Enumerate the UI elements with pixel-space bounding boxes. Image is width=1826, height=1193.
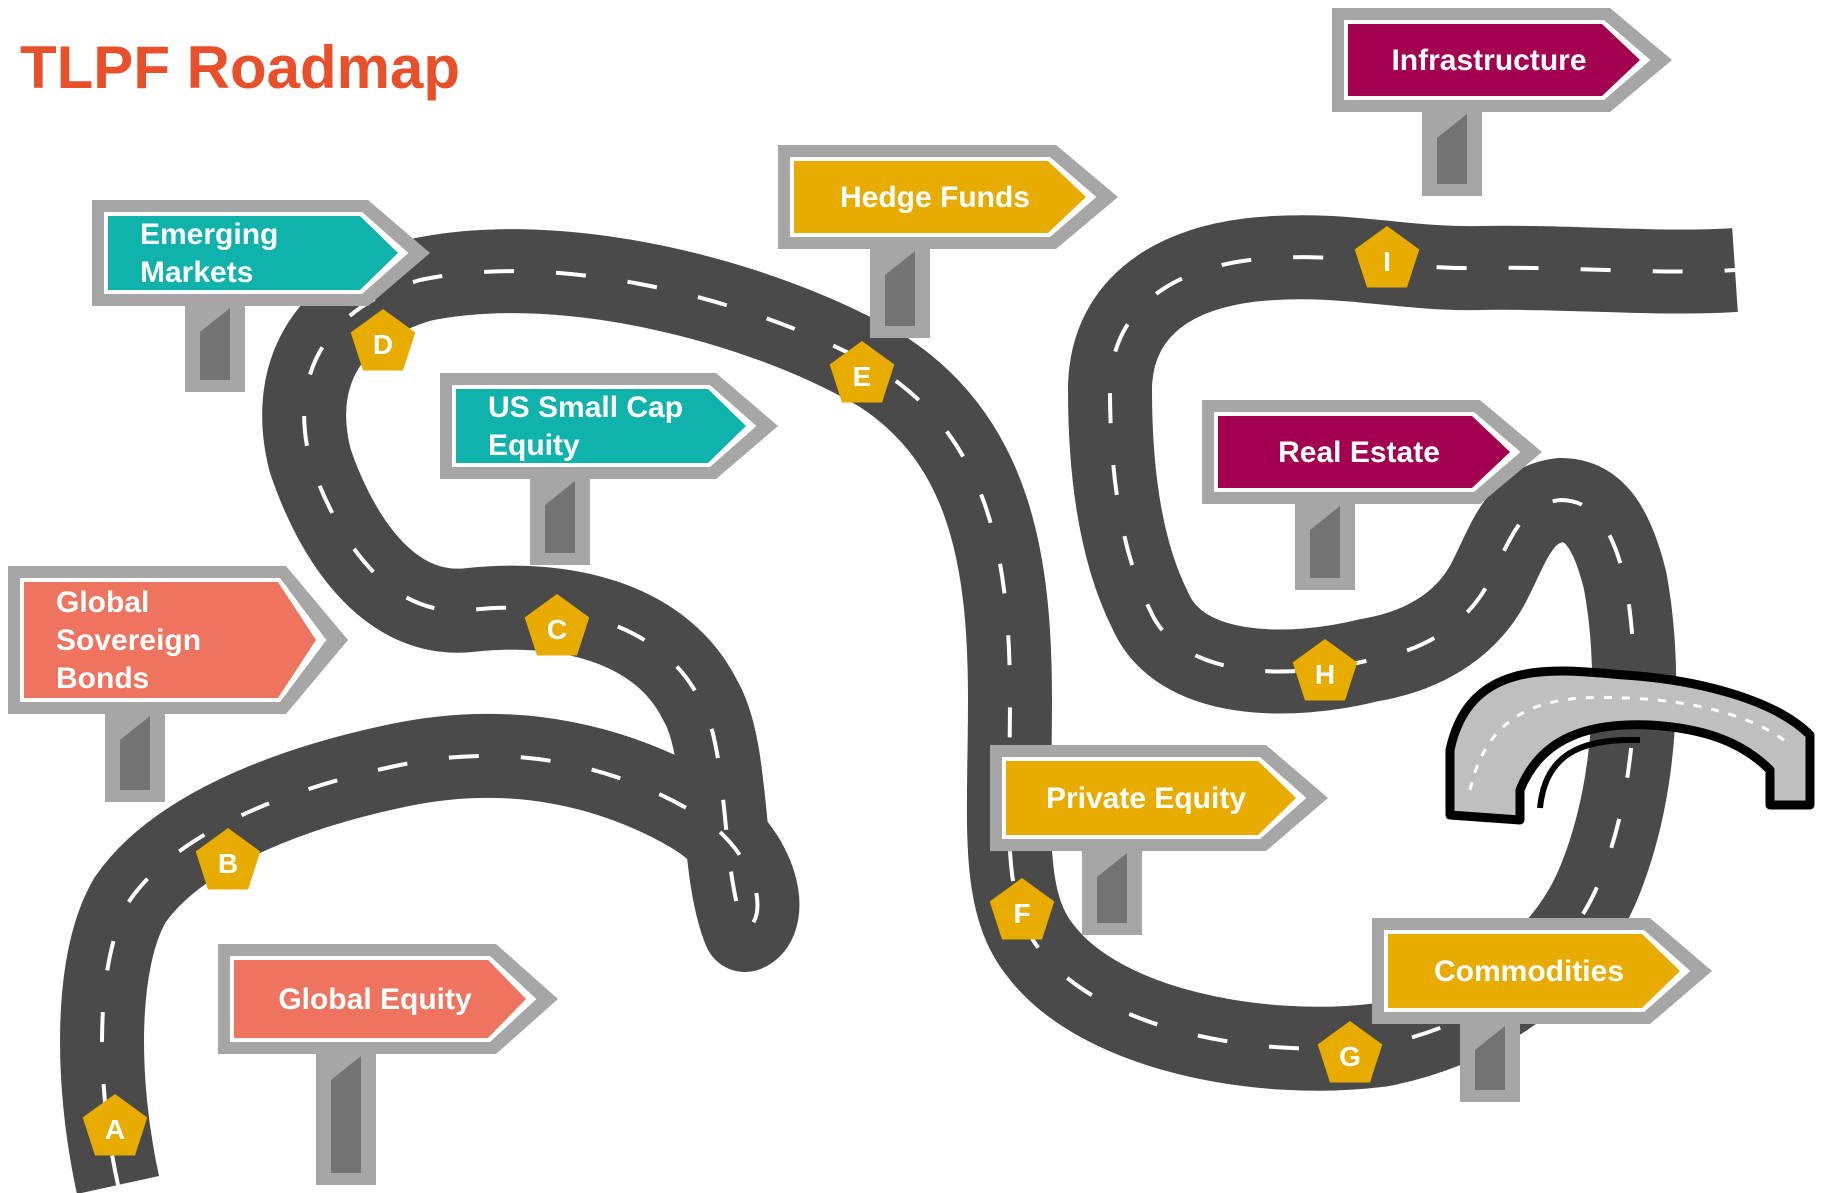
milestone-marker: A: [82, 1094, 148, 1156]
pentagon-marker-shape: [350, 309, 416, 371]
signpost-post-shadow: [885, 251, 915, 326]
signpost-post-shadow: [1310, 506, 1340, 578]
pentagon-marker-shape: [524, 594, 590, 656]
marker-letter: B: [218, 848, 238, 879]
marker-letter: D: [373, 329, 393, 360]
marker-letter: H: [1315, 659, 1335, 690]
signpost: Commodities: [1372, 918, 1712, 1102]
pentagon-marker-shape: [1292, 639, 1358, 701]
tunnel-arch: [1445, 666, 1815, 825]
page-title: TLPF Roadmap: [20, 34, 461, 101]
sign-label: Global: [56, 586, 149, 619]
sign-board: [794, 161, 1086, 233]
sign-board: [24, 582, 316, 698]
milestone-marker: I: [1354, 226, 1420, 288]
marker-letter: F: [1013, 898, 1030, 929]
road-tunnel-icon: [1445, 666, 1815, 825]
signposts: Global EquityGlobalSovereignBondsEmergin…: [8, 8, 1712, 1185]
marker-letter: C: [547, 614, 567, 645]
pentagon-marker-shape: [1317, 1021, 1383, 1083]
sign-board: [1006, 761, 1296, 835]
sign-label: Infrastructure: [1391, 44, 1586, 77]
milestone-marker: C: [524, 594, 590, 656]
sign-board: [108, 216, 398, 290]
sign-label: Commodities: [1434, 955, 1624, 988]
sign-label: Hedge Funds: [840, 181, 1030, 214]
pentagon-marker-shape: [829, 341, 895, 403]
signpost-post-shadow: [1097, 853, 1127, 923]
marker-letter: E: [853, 361, 872, 392]
signpost: Infrastructure: [1332, 8, 1672, 196]
milestone-marker: D: [350, 309, 416, 371]
milestone-marker: B: [195, 828, 261, 890]
sign-label: Emerging: [140, 218, 278, 251]
pentagon-marker-shape: [989, 878, 1055, 940]
pentagon-marker-shape: [1354, 226, 1420, 288]
sign-board: [234, 960, 526, 1038]
sign-label: Private Equity: [1046, 782, 1246, 815]
marker-letter: I: [1383, 246, 1391, 277]
pentagon-marker-shape: [82, 1094, 148, 1156]
signpost-post-shadow: [545, 481, 575, 553]
sign-board: [1388, 934, 1680, 1008]
sign-label: Markets: [140, 256, 253, 289]
sign-label: Sovereign: [56, 624, 201, 657]
signpost-post-shadow: [200, 308, 230, 380]
milestone-marker: G: [1317, 1021, 1383, 1083]
tunnel-opening: [1537, 736, 1641, 809]
signpost: Global Equity: [218, 944, 558, 1185]
milestone-markers: A B C D E F G H I: [82, 226, 1420, 1156]
sign-board: [1348, 24, 1640, 96]
signpost-post-shadow: [331, 1056, 361, 1173]
signpost: Real Estate: [1202, 400, 1542, 590]
milestone-marker: H: [1292, 639, 1358, 701]
milestone-marker: F: [989, 878, 1055, 940]
sign-board: [456, 389, 746, 463]
signpost: Hedge Funds: [778, 145, 1118, 338]
milestone-marker: E: [829, 341, 895, 403]
signpost-post-shadow: [120, 716, 150, 790]
pentagon-marker-shape: [195, 828, 261, 890]
marker-letter: G: [1339, 1041, 1361, 1072]
sign-label: Equity: [488, 429, 580, 462]
sign-label: Bonds: [56, 662, 149, 695]
sign-label: Real Estate: [1278, 436, 1440, 469]
sign-board: [1218, 416, 1510, 488]
signpost: Private Equity: [990, 745, 1328, 935]
tunnel-arch-dashes: [1468, 695, 1791, 791]
sign-label: Global Equity: [278, 983, 472, 1016]
signpost-post-shadow: [1437, 114, 1467, 184]
sign-label: US Small Cap: [488, 391, 683, 424]
signpost-post-shadow: [1475, 1026, 1505, 1090]
marker-letter: A: [105, 1114, 125, 1145]
